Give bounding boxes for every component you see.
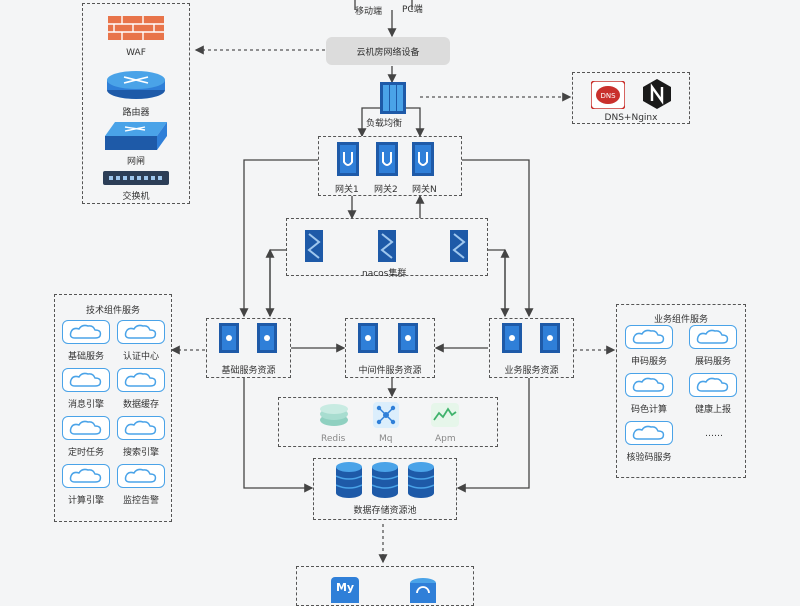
tech-service-label: 消息引擎: [67, 400, 104, 410]
mobile-client-label: 移动端: [355, 7, 383, 17]
basic-server-2-icon: [257, 323, 277, 353]
tech-service-label: 搜索引擎: [122, 448, 159, 458]
cloud-service-icon: [62, 464, 110, 488]
tech-service-label: 基础服务: [67, 352, 104, 362]
pc-client-label: PC端: [402, 5, 423, 15]
tech-service-label: 数据缓存: [122, 400, 159, 410]
basic-resource-pool: 基础服务资源: [206, 318, 291, 378]
cloud-service-icon: [689, 325, 737, 349]
tech-services-title: 技术组件服务: [85, 306, 140, 316]
biz-services-title: 业务组件服务: [653, 315, 708, 325]
cloud-service-icon: [62, 320, 110, 344]
switch-icon: [103, 171, 169, 185]
gateway-1-icon: [337, 142, 359, 176]
cloud-network-device-label: 云机房网络设备: [356, 48, 420, 58]
cloud-service-icon: [625, 421, 673, 445]
biz-resource-label: 业务服务资源: [504, 366, 559, 376]
middleware-resource-label: 中间件服务资源: [358, 366, 422, 376]
load-balancer-label: 负载均衡: [366, 119, 403, 129]
security-group: WAF 路由器 网闸 交换机: [82, 3, 190, 204]
gateway-2-icon: [376, 142, 398, 176]
cloud-service-icon: [117, 416, 165, 440]
router-label: 路由器: [122, 108, 150, 118]
gateway-icon: [105, 122, 167, 150]
biz-service-label: 码色计算: [630, 405, 667, 415]
router-icon: [107, 71, 165, 99]
cloud-service-icon: [62, 416, 110, 440]
dns-nginx-label: DNS+Nginx: [604, 113, 658, 123]
tech-service-label: 定时任务: [67, 448, 104, 458]
biz-server-2-icon: [540, 323, 560, 353]
cloud-service-icon: [625, 373, 673, 397]
middleware-resource-pool: 中间件服务资源: [345, 318, 435, 378]
biz-service-label: 健康上报: [694, 405, 731, 415]
nacos-node-1-icon: [305, 230, 323, 262]
dns-icon: DNS: [591, 81, 625, 109]
cloud-service-icon: [117, 368, 165, 392]
database-1-icon: [336, 462, 362, 498]
biz-service-label: 申码服务: [630, 357, 667, 367]
cloud-service-icon: [117, 464, 165, 488]
mq-icon: [373, 402, 399, 428]
biz-service-label: 核验码服务: [626, 453, 672, 463]
database-3-icon: [408, 462, 434, 498]
waf-label: WAF: [126, 48, 146, 58]
data-storage-label: 数据存储资源池: [353, 506, 417, 516]
cloud-network-device: 云机房网络设备: [326, 37, 450, 65]
gateway-label: 网闸: [126, 157, 145, 167]
redis-icon: [320, 404, 348, 426]
nacos-node-3-icon: [450, 230, 468, 262]
cloud-service-icon: [625, 325, 673, 349]
middleware-server-2-icon: [398, 323, 418, 353]
tech-service-label: 认证中心: [122, 352, 159, 362]
gateway-1-label: 网关1: [335, 185, 359, 195]
sync-db-icon: [410, 578, 436, 603]
apm-label: Apm: [435, 434, 456, 444]
biz-services-panel: 业务组件服务 申码服务 展码服务码色计算 健康上报核验码服务 ……: [616, 304, 746, 478]
middleware-server-1-icon: [358, 323, 378, 353]
gateway-2-label: 网关2: [374, 185, 398, 195]
load-balancer-icon: [380, 82, 406, 114]
basic-resource-label: 基础服务资源: [221, 366, 276, 376]
mysql-icon-label: My: [335, 581, 355, 594]
middleware-box: Redis Mq Apm: [278, 397, 498, 447]
biz-service-label: 展码服务: [694, 357, 731, 367]
nacos-cluster-label: nacos集群: [362, 269, 407, 279]
dns-nginx-box: DNS DNS+Nginx: [572, 72, 690, 124]
data-storage-pool: 数据存储资源池: [313, 458, 457, 520]
mq-label: Mq: [379, 434, 393, 444]
nacos-node-2-icon: [378, 230, 396, 262]
tech-service-label: 计算引擎: [67, 496, 104, 506]
bottom-storage-box: My: [296, 566, 474, 606]
mysql-icon: My: [331, 577, 359, 603]
redis-label: Redis: [321, 434, 346, 444]
gateway-n-label: 网关N: [412, 185, 437, 195]
tech-services-panel: 技术组件服务 基础服务 认证中心消息引擎 数据缓存定时任务 搜索引擎计算引擎 监控告警: [54, 294, 172, 522]
cloud-service-icon: [689, 373, 737, 397]
svg-text:DNS: DNS: [600, 92, 616, 100]
tech-service-label: 监控告警: [122, 496, 159, 506]
cloud-service-icon: [62, 368, 110, 392]
biz-server-1-icon: [502, 323, 522, 353]
switch-label: 交换机: [122, 192, 150, 202]
biz-resource-pool: 业务服务资源: [489, 318, 574, 378]
apm-icon: [431, 403, 459, 427]
cloud-service-icon: [117, 320, 165, 344]
biz-services-ellipsis: ……: [705, 429, 723, 439]
nginx-icon: [643, 79, 671, 109]
gateway-n-icon: [412, 142, 434, 176]
basic-server-1-icon: [219, 323, 239, 353]
waf-icon: [108, 16, 164, 40]
database-2-icon: [372, 462, 398, 498]
